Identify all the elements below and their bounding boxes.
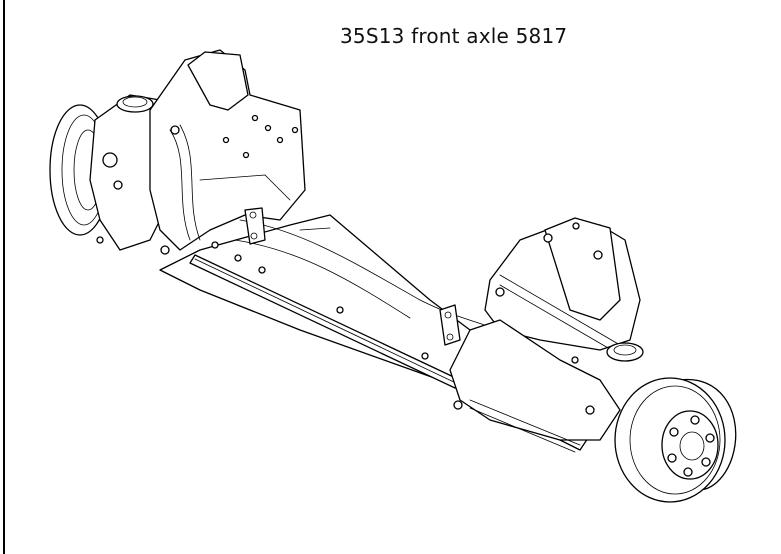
left-suspension-bracket bbox=[149, 49, 306, 255]
tie-rod bbox=[189, 241, 461, 389]
right-suspension-bracket bbox=[439, 217, 641, 353]
right-knuckle bbox=[449, 319, 644, 453]
wheel-studs bbox=[667, 415, 715, 477]
diagram-title: 35S13 front axle 5817 bbox=[340, 24, 568, 48]
right-brake-disc bbox=[614, 377, 737, 503]
left-border-line bbox=[3, 0, 5, 554]
